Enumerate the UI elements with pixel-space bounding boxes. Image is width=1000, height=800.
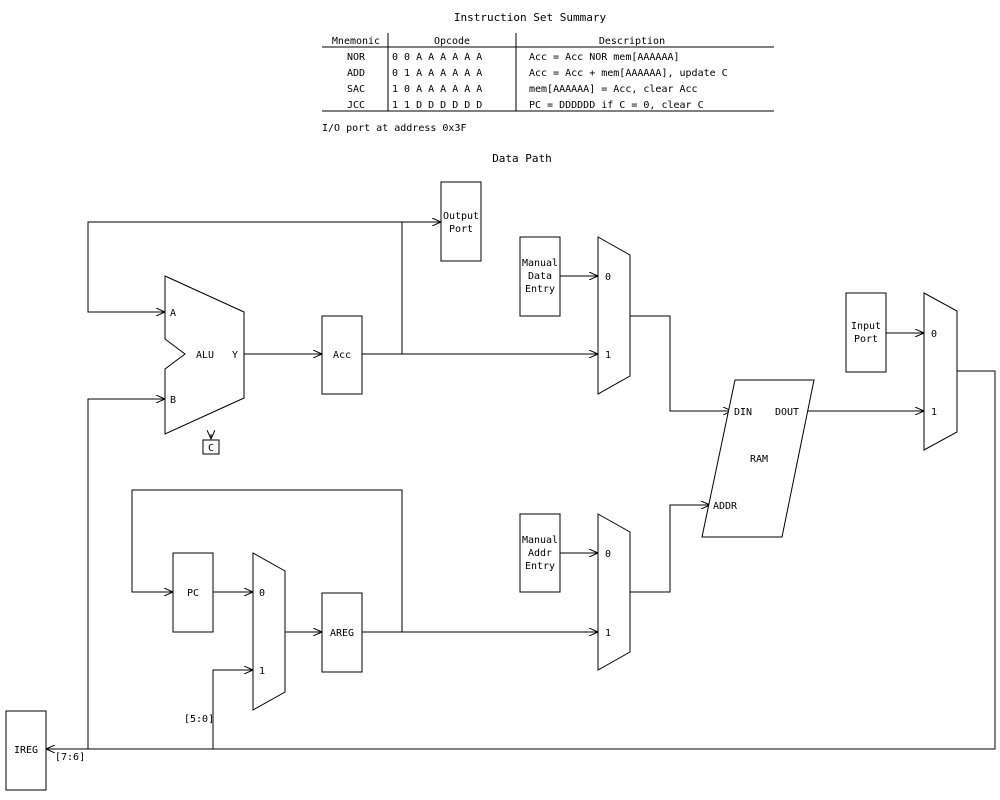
ram-din: DIN xyxy=(734,407,752,418)
wire-areg-to-pc xyxy=(131,489,403,632)
mux-data: 0 1 xyxy=(597,236,631,395)
mux-io-in1: 1 xyxy=(931,407,937,418)
row-opcode: 0 0 A A A A A A xyxy=(392,52,482,63)
output-port: Output Port xyxy=(440,181,482,262)
mux-addr: 0 1 xyxy=(597,513,631,671)
manual-data-entry: Manual Data Entry xyxy=(519,236,561,317)
header-mnemonic: Mnemonic xyxy=(332,36,380,47)
manual-data-label-1: Manual xyxy=(522,258,558,269)
table-row: ADD 0 1 A A A A A A Acc = Acc + mem[AAAA… xyxy=(347,68,728,79)
alu-input-a: A xyxy=(170,308,176,319)
accumulator: Acc xyxy=(321,315,363,395)
instruction-set-table: Instruction Set Summary Mnemonic Opcode … xyxy=(322,11,774,134)
address-register: AREG xyxy=(321,592,363,673)
ram: RAM DIN DOUT ADDR xyxy=(701,379,815,538)
mux-data-in0: 0 xyxy=(605,272,611,283)
manual-addr-label-1: Manual xyxy=(522,535,558,546)
bits-high-label: [7:6] xyxy=(55,752,85,763)
alu-label: ALU xyxy=(196,350,214,361)
header-description: Description xyxy=(599,36,665,47)
row-description: Acc = Acc NOR mem[AAAAAA] xyxy=(529,52,680,63)
manual-data-label-2: Data xyxy=(528,271,552,282)
row-opcode: 0 1 A A A A A A xyxy=(392,68,482,79)
alu: ALU A B Y xyxy=(164,275,245,435)
input-port: Input Port xyxy=(845,292,887,373)
row-mnemonic: ADD xyxy=(347,68,365,79)
mux-pc-in0: 0 xyxy=(259,588,265,599)
manual-addr-label-2: Addr xyxy=(528,548,552,559)
carry-flag: C xyxy=(202,439,220,455)
manual-addr-entry: Manual Addr Entry xyxy=(519,513,561,593)
wire-mux-to-din xyxy=(630,315,732,411)
table-row: NOR 0 0 A A A A A A Acc = Acc NOR mem[AA… xyxy=(347,52,680,63)
ram-dout: DOUT xyxy=(775,407,799,418)
mux-addr-in1: 1 xyxy=(605,628,611,639)
row-description: mem[AAAAAA] = Acc, clear Acc xyxy=(529,84,698,95)
datapath-title: Data Path xyxy=(492,152,552,165)
mux-io-in0: 0 xyxy=(931,329,937,340)
instruction-register: IREG xyxy=(5,710,47,791)
input-port-label-2: Port xyxy=(854,334,878,345)
ram-label: RAM xyxy=(750,454,768,465)
acc-label: Acc xyxy=(333,350,351,361)
table-row: SAC 1 0 A A A A A A mem[AAAAAA] = Acc, c… xyxy=(347,84,698,95)
mux-addr-in0: 0 xyxy=(605,549,611,560)
ireg-label: IREG xyxy=(14,745,38,756)
carry-flag-label: C xyxy=(208,443,214,454)
output-port-label-2: Port xyxy=(449,224,473,235)
row-mnemonic: JCC xyxy=(347,100,365,111)
wire-mux-to-ireg xyxy=(46,370,996,749)
mux-pc: 0 1 xyxy=(252,552,286,711)
input-port-label-1: Input xyxy=(851,321,881,332)
row-mnemonic: NOR xyxy=(347,52,366,63)
alu-input-b: B xyxy=(170,395,176,406)
row-description: Acc = Acc + mem[AAAAAA], update C xyxy=(529,68,728,79)
pc-label: PC xyxy=(187,588,199,599)
mux-pc-in1: 1 xyxy=(259,666,265,677)
row-description: PC = DDDDDD if C = 0, clear C xyxy=(529,100,704,111)
mux-io: 0 1 xyxy=(923,292,958,451)
wire-bus-to-pc-mux xyxy=(212,670,253,749)
io-port-note: I/O port at address 0x3F xyxy=(322,123,467,134)
header-opcode: Opcode xyxy=(434,36,470,47)
row-opcode: 1 1 D D D D D D xyxy=(392,100,482,111)
wire-mux-to-addr xyxy=(630,505,710,593)
row-opcode: 1 0 A A A A A A xyxy=(392,84,482,95)
program-counter: PC xyxy=(172,552,214,633)
datapath-wires xyxy=(46,221,996,749)
manual-addr-label-3: Entry xyxy=(525,561,555,572)
manual-data-label-3: Entry xyxy=(525,284,555,295)
row-mnemonic: SAC xyxy=(347,84,365,95)
table-row: JCC 1 1 D D D D D D PC = DDDDDD if C = 0… xyxy=(347,100,704,111)
table-title: Instruction Set Summary xyxy=(454,11,607,24)
wire-bus-to-alu-b xyxy=(87,399,165,749)
areg-label: AREG xyxy=(330,628,354,639)
mux-data-in1: 1 xyxy=(605,350,611,361)
output-port-label-1: Output xyxy=(443,211,479,222)
wire-acc-to-alu-a xyxy=(87,221,402,312)
alu-output-y: Y xyxy=(232,350,238,361)
bits-low-label: [5:0] xyxy=(184,714,214,725)
ram-addr: ADDR xyxy=(713,501,738,512)
